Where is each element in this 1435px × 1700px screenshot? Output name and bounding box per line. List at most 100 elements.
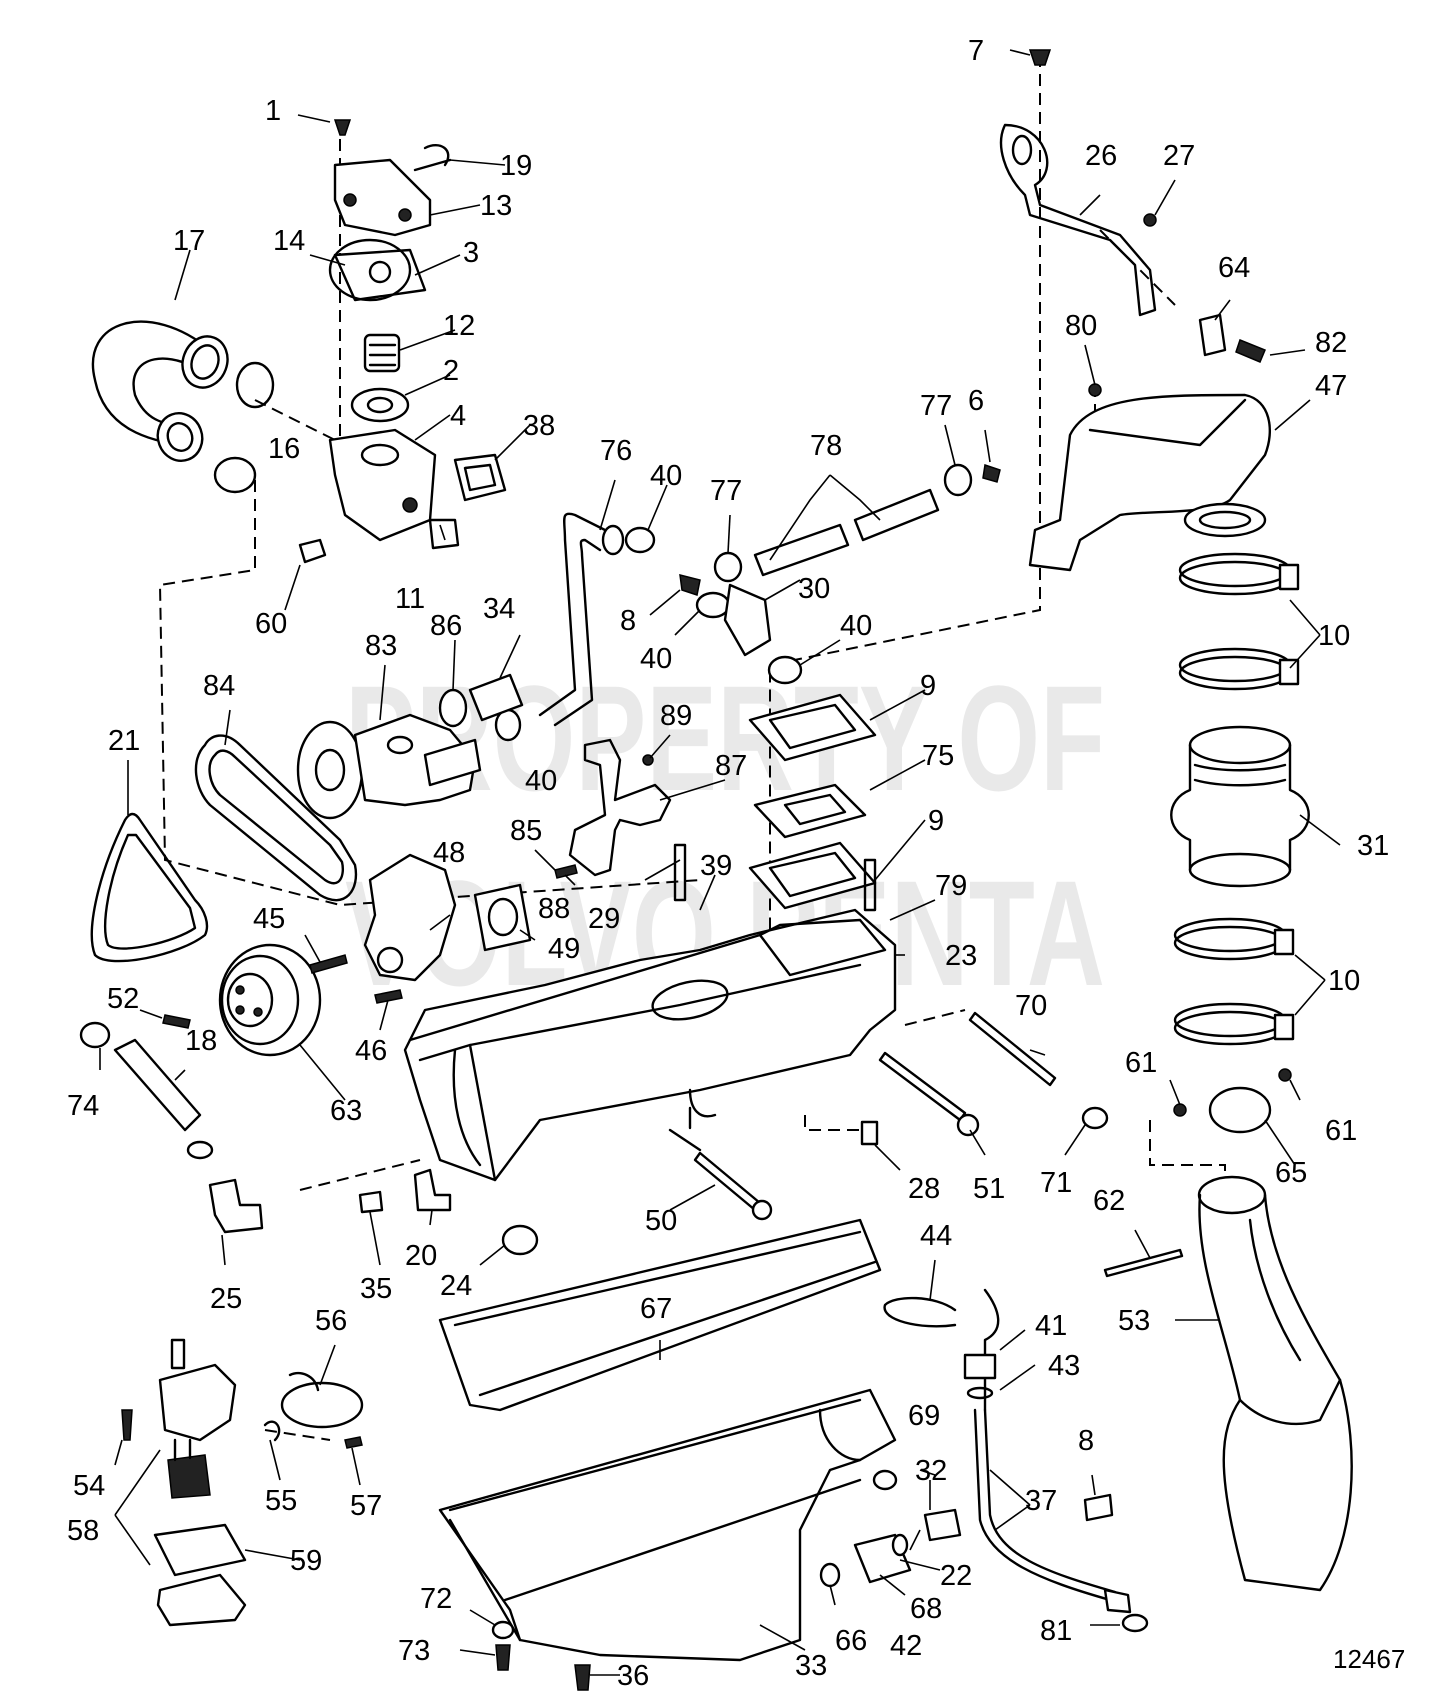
callout-26: 26: [1085, 140, 1117, 172]
callout-77-b: 77: [920, 390, 952, 422]
washer-66: [819, 1562, 841, 1588]
leader-lines: [99, 49, 1341, 1676]
callout-37: 37: [1025, 1485, 1057, 1517]
callout-48: 48: [433, 837, 465, 869]
callout-76: 76: [600, 435, 632, 467]
callout-10-lower: 10: [1328, 965, 1360, 997]
tubes-78: [753, 488, 940, 577]
callout-71: 71: [1040, 1167, 1072, 1199]
callout-87: 87: [715, 750, 747, 782]
hose-clamps-10-lower: [1173, 917, 1295, 1046]
callout-52: 52: [107, 983, 139, 1015]
callout-7: 7: [968, 35, 984, 67]
bolt-51-head: [956, 1113, 980, 1137]
callout-70: 70: [1015, 990, 1047, 1022]
callout-21: 21: [108, 725, 140, 757]
callout-82: 82: [1315, 327, 1347, 359]
callout-56: 56: [315, 1305, 347, 1337]
callout-50: 50: [645, 1205, 677, 1237]
oil-pan-gasket-67: [438, 1218, 882, 1412]
callout-49: 49: [548, 933, 580, 965]
callout-69: 69: [908, 1400, 940, 1432]
o-ring-43: [966, 1386, 994, 1400]
callout-25: 25: [210, 1283, 242, 1315]
v-belt-21-inner: [104, 833, 197, 950]
sleeve-34: [468, 673, 524, 722]
callout-labels: 1 2 3 4 6 7 8 8 9 9 10 10 11 12 13 14 16…: [67, 35, 1389, 1692]
gasket-59: [153, 1523, 247, 1577]
callout-53: 53: [1118, 1305, 1150, 1337]
bolt-82: [1235, 339, 1266, 363]
gasket-39: [408, 933, 762, 1042]
callout-68: 68: [910, 1593, 942, 1625]
hose-18: [113, 1038, 202, 1132]
callout-14: 14: [273, 225, 305, 257]
dipstick-41: [983, 1288, 1000, 1412]
nut-27: [1143, 213, 1157, 227]
callout-38: 38: [523, 410, 555, 442]
exhaust-elbow-47: [1028, 393, 1272, 572]
watermark: PROPERTY OF VOLVO PENTA: [345, 654, 1105, 1017]
figure-reference-number: 12467: [1333, 1644, 1405, 1674]
callout-63: 63: [330, 1095, 362, 1127]
callout-18: 18: [185, 1025, 217, 1057]
callout-54: 54: [73, 1470, 105, 1502]
flap-65: [1208, 1086, 1272, 1134]
gasket-49: [473, 883, 532, 952]
bellows-31: [1170, 725, 1310, 888]
callout-59: 59: [290, 1545, 322, 1577]
callout-79: 79: [935, 870, 967, 902]
bolt-8-lower: [1083, 1493, 1114, 1522]
callout-29: 29: [588, 903, 620, 935]
plug-22: [923, 1508, 962, 1542]
v-belt-21: [90, 812, 209, 963]
callout-66: 66: [835, 1625, 867, 1657]
callout-45: 45: [253, 903, 285, 935]
pipe-76-end: [601, 524, 625, 556]
bolt-50: [693, 1151, 762, 1212]
callout-16: 16: [268, 433, 300, 465]
callout-30: 30: [798, 573, 830, 605]
callout-40-c: 40: [840, 610, 872, 642]
screen-56-pipe: [288, 1371, 320, 1392]
bolt-7: [1028, 49, 1052, 66]
callout-51: 51: [973, 1173, 1005, 1205]
v-belt-84-inner: [208, 749, 344, 885]
bracket-26-eye: [1011, 134, 1033, 166]
callout-62: 62: [1093, 1185, 1125, 1217]
callout-31: 31: [1357, 830, 1389, 862]
bracket-64: [1198, 313, 1227, 357]
elbow-25: [208, 1178, 264, 1234]
callout-12: 12: [443, 310, 475, 342]
callout-67: 67: [640, 1293, 672, 1325]
callout-10: 10: [1318, 620, 1350, 652]
callout-36: 36: [617, 1660, 649, 1692]
nut-71: [1081, 1106, 1109, 1130]
callout-40-d: 40: [525, 765, 557, 797]
callout-40: 40: [650, 460, 682, 492]
callout-84: 84: [203, 670, 235, 702]
callout-23: 23: [945, 940, 977, 972]
plug-24: [501, 1224, 539, 1256]
clip-20: [413, 1168, 452, 1212]
callout-60: 60: [255, 608, 287, 640]
callout-27: 27: [1163, 140, 1195, 172]
screw-61a: [1173, 1103, 1187, 1117]
callout-61-b: 61: [1325, 1115, 1357, 1147]
callout-78: 78: [810, 430, 842, 462]
callout-41: 41: [1035, 1310, 1067, 1342]
bolt-54: [121, 1409, 133, 1441]
washer-72: [491, 1620, 515, 1640]
callout-73: 73: [398, 1635, 430, 1667]
callout-47: 47: [1315, 370, 1347, 402]
hose-17: [91, 320, 229, 462]
callout-64: 64: [1218, 252, 1250, 284]
screw-61b: [1278, 1068, 1292, 1082]
exhaust-pipe-53: [1197, 1175, 1353, 1592]
watermark-line1: PROPERTY OF: [345, 654, 1105, 822]
callout-19: 19: [500, 150, 532, 182]
callout-6: 6: [968, 385, 984, 417]
snap-ring-44: [883, 1296, 957, 1328]
callout-44: 44: [920, 1220, 952, 1252]
callout-35: 35: [360, 1273, 392, 1305]
